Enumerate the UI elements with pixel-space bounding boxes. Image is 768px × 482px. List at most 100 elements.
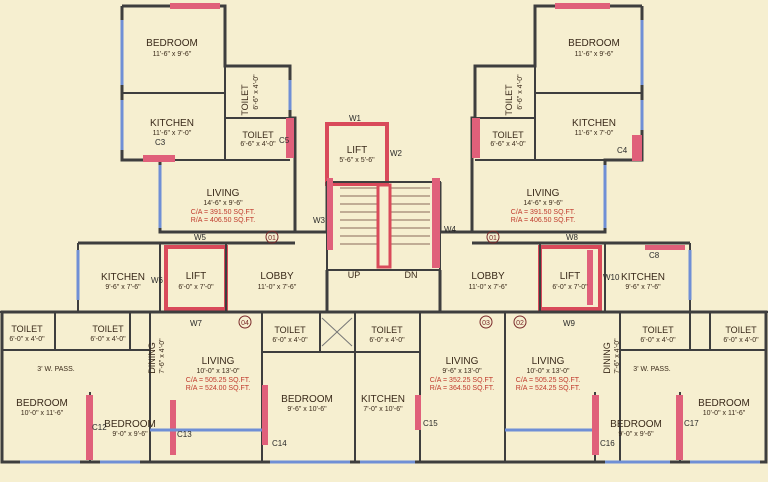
bedroom-bc-dim: 9'-6" x 10'-6" [287, 406, 327, 413]
toilet-c1-label: TOILET [274, 325, 306, 335]
toilet-br2-label: TOILET [725, 325, 757, 335]
bedroom-bl1-dim: 10'-0" x 11'-6" [21, 410, 64, 417]
toilet-tr-small-dim: 6'-6" x 4'-0" [517, 74, 524, 110]
living-tl-dim: 14'-6" x 9'-6" [203, 200, 243, 207]
bedroom-tl-label: BEDROOM [146, 38, 198, 49]
lift-top-dim: 5'-6" x 5'-6" [339, 157, 375, 164]
living-tl-label: LIVING [207, 188, 240, 199]
tag-w7: W7 [190, 319, 203, 328]
lift-right-label: LIFT [560, 271, 581, 282]
tag-w4: W4 [444, 225, 457, 234]
toilet-tr-label: TOILET [492, 130, 524, 140]
toilet-tl-small-dim: 6'-6" x 4'-0" [253, 74, 260, 110]
stair-dn-label: DN [405, 270, 418, 280]
living-bl-label: LIVING [202, 356, 235, 367]
toilet-bl1-dim: 6'-0" x 4'-0" [9, 336, 45, 343]
living-br-ra: R/A = 524.25 SQ.FT. [516, 385, 580, 392]
tag-c16: C16 [600, 439, 615, 448]
flat-02: 02 [516, 320, 524, 327]
bedroom-br2-label: BEDROOM [698, 398, 750, 409]
pass-right-label: 3' W. PASS. [633, 366, 670, 373]
living-bl-ca: C/A = 505.25 SQ.FT. [186, 377, 250, 384]
kitchen-mr-dim: 9'-6" x 7'-6" [625, 284, 661, 291]
living-br-label: LIVING [532, 356, 565, 367]
toilet-br1-label: TOILET [642, 325, 674, 335]
tag-c15: C15 [423, 419, 438, 428]
tags: W1 W2 W3 W4 W5 W6 W7 W8 W9 W10 C3 C4 C5 … [92, 114, 699, 448]
tag-w2: W2 [390, 149, 403, 158]
tag-w8: W8 [566, 233, 579, 242]
lift-right-dim: 6'-0" x 7'-0" [552, 284, 588, 291]
bedroom-tl-dim: 11'-6" x 9'-6" [153, 51, 192, 58]
kitchen-tl-dim: 11'-6" x 7'-0" [153, 130, 192, 137]
unit-bottom [0, 245, 768, 464]
living-tl-ra: R/A = 406.50 SQ.FT. [191, 217, 255, 224]
living-bc-label: LIVING [446, 356, 479, 367]
tag-c4: C4 [617, 146, 628, 155]
dining-left-label: DINING [147, 342, 157, 374]
pass-left-label: 3' W. PASS. [37, 366, 74, 373]
kitchen-tl-label: KITCHEN [150, 118, 194, 129]
toilet-bl2-label: TOILET [92, 324, 124, 334]
lobby-left-dim: 11'-0" x 7'-6" [258, 284, 297, 291]
tag-c3: C3 [155, 138, 166, 147]
tag-c14: C14 [272, 439, 287, 448]
core [295, 122, 472, 312]
toilet-bl1-label: TOILET [11, 324, 43, 334]
tag-c5: C5 [279, 136, 290, 145]
dining-right-dim: 7'-6" x 4'-0" [614, 338, 621, 374]
lobby-left-label: LOBBY [260, 271, 294, 282]
bedroom-bl1-label: BEDROOM [16, 398, 68, 409]
unit-top-left [120, 3, 297, 234]
tag-w6: W6 [151, 276, 164, 285]
lift-top-label: LIFT [347, 145, 368, 156]
kitchen-ml-dim: 9'-6" x 7'-6" [105, 284, 141, 291]
living-tr-ra: R/A = 406.50 SQ.FT. [511, 217, 575, 224]
kitchen-bc-dim: 7'-0" x 10'-6" [363, 406, 403, 413]
bedroom-tr-dim: 11'-6" x 9'-6" [575, 51, 614, 58]
dining-left-dim: 7'-6" x 4'-0" [159, 338, 166, 374]
kitchen-ml-label: KITCHEN [101, 272, 145, 283]
tag-c13: C13 [177, 430, 192, 439]
toilet-c2-dim: 6'-0" x 4'-0" [369, 337, 405, 344]
bedroom-br1-label: BEDROOM [610, 419, 662, 430]
toilet-tl-dim: 6'-6" x 4'-0" [240, 141, 276, 148]
toilet-br2-dim: 6'-0" x 4'-0" [723, 337, 759, 344]
tag-c12: C12 [92, 423, 107, 432]
toilet-tl-label: TOILET [242, 130, 274, 140]
living-bl-dim: 10'-0" x 13'-0" [196, 368, 240, 375]
stair-up-label: UP [348, 270, 361, 280]
kitchen-tr-label: KITCHEN [572, 118, 616, 129]
living-br-ca: C/A = 505.25 SQ.FT. [516, 377, 580, 384]
tag-c8: C8 [649, 251, 660, 260]
flat-markers: 01 01 04 03 02 [238, 230, 527, 329]
tag-w1: W1 [349, 114, 362, 123]
tag-w9: W9 [563, 319, 576, 328]
lobby-right-label: LOBBY [471, 271, 505, 282]
living-bl-ra: R/A = 524.00 SQ.FT. [186, 385, 250, 392]
kitchen-tr-dim: 11'-6" x 7'-0" [575, 130, 614, 137]
living-tl-ca: C/A = 391.50 SQ.FT. [191, 209, 255, 216]
tag-w3: W3 [313, 216, 326, 225]
lift-left-label: LIFT [186, 271, 207, 282]
living-bc-ra: R/A = 364.50 SQ.FT. [430, 385, 494, 392]
bedroom-tr-label: BEDROOM [568, 38, 620, 49]
toilet-c1-dim: 6'-0" x 4'-0" [272, 337, 308, 344]
toilet-tl-small-label: TOILET [240, 84, 250, 116]
living-bc-ca: C/A = 352.25 SQ.FT. [430, 377, 494, 384]
toilet-c2-label: TOILET [371, 325, 403, 335]
toilet-bl2-dim: 6'-0" x 4'-0" [90, 336, 126, 343]
kitchen-bc-label: KITCHEN [361, 394, 405, 405]
dining-right-label: DINING [602, 342, 612, 374]
bedroom-bl2-label: BEDROOM [104, 419, 156, 430]
bedroom-br1-dim: 9'-0" x 9'-6" [618, 431, 654, 438]
toilet-br1-dim: 6'-0" x 4'-0" [640, 337, 676, 344]
bedroom-bc-label: BEDROOM [281, 394, 333, 405]
tag-w10: W10 [603, 273, 620, 282]
living-tr-label: LIVING [527, 188, 560, 199]
living-tr-ca: C/A = 391.50 SQ.FT. [511, 209, 575, 216]
flat-03: 03 [482, 320, 490, 327]
toilet-tr-small-label: TOILET [504, 84, 514, 116]
lobby-right-dim: 11'-0" x 7'-6" [469, 284, 508, 291]
